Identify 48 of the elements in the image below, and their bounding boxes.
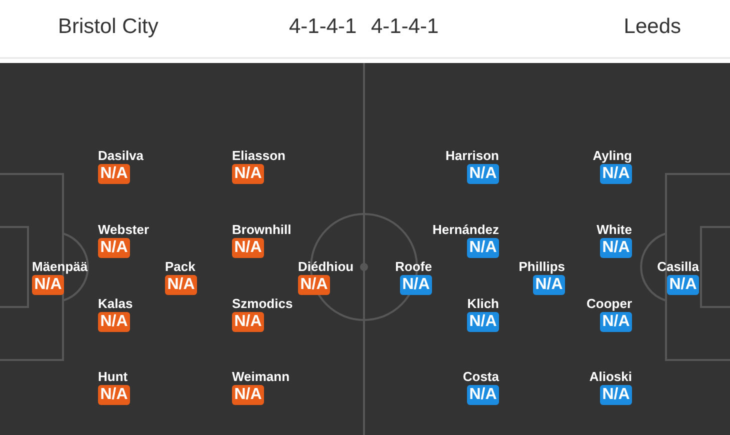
rating-badge: N/A bbox=[98, 312, 130, 332]
rating-badge: N/A bbox=[232, 385, 264, 405]
player-name: Roofe bbox=[395, 260, 432, 274]
player-name: Harrison bbox=[446, 149, 499, 163]
rating-badge: N/A bbox=[298, 275, 330, 295]
player-name: Hernández bbox=[432, 223, 499, 237]
player-name: Phillips bbox=[518, 260, 565, 274]
rating-badge: N/A bbox=[600, 238, 632, 258]
formation-label: 4-1-4-1 bbox=[289, 14, 357, 40]
rating-badge: N/A bbox=[600, 312, 632, 332]
rating-badge: N/A bbox=[467, 238, 499, 258]
player-name: Hunt bbox=[98, 370, 128, 384]
player-name: Brownhill bbox=[232, 223, 292, 237]
rating-badge: N/A bbox=[232, 238, 264, 258]
player-name: White bbox=[596, 223, 632, 237]
rating-badge: N/A bbox=[467, 164, 499, 184]
rating-badge: N/A bbox=[98, 238, 130, 258]
player-name: Pack bbox=[165, 260, 196, 274]
rating-badge: N/A bbox=[467, 312, 499, 332]
player-name: Dasilva bbox=[98, 149, 144, 163]
team-name: Bristol City bbox=[58, 14, 158, 40]
player-name: Diédhiou bbox=[298, 260, 354, 274]
player-name: Ayling bbox=[592, 149, 632, 163]
rating-badge: N/A bbox=[98, 385, 130, 405]
rating-badge: N/A bbox=[32, 275, 64, 295]
player-name: Cooper bbox=[586, 297, 632, 311]
rating-badge: N/A bbox=[165, 275, 197, 295]
player-name: Alioski bbox=[589, 370, 632, 384]
player-name: Klich bbox=[467, 297, 499, 311]
rating-badge: N/A bbox=[232, 164, 264, 184]
player-name: Mäenpää bbox=[32, 260, 88, 274]
rating-badge: N/A bbox=[98, 164, 130, 184]
rating-badge: N/A bbox=[600, 385, 632, 405]
player-name: Casilla bbox=[657, 260, 699, 274]
rating-badge: N/A bbox=[667, 275, 699, 295]
team-name: Leeds bbox=[624, 14, 681, 40]
formation-label: 4-1-4-1 bbox=[371, 14, 439, 40]
rating-badge: N/A bbox=[467, 385, 499, 405]
player-name: Eliasson bbox=[232, 149, 286, 163]
rating-badge: N/A bbox=[400, 275, 432, 295]
player-name: Szmodics bbox=[232, 297, 293, 311]
player-name: Kalas bbox=[98, 297, 133, 311]
rating-badge: N/A bbox=[600, 164, 632, 184]
rating-badge: N/A bbox=[232, 312, 264, 332]
player-name: Webster bbox=[98, 223, 150, 237]
player-name: Costa bbox=[462, 370, 499, 384]
rating-badge: N/A bbox=[533, 275, 565, 295]
player-name: Weimann bbox=[232, 370, 290, 384]
